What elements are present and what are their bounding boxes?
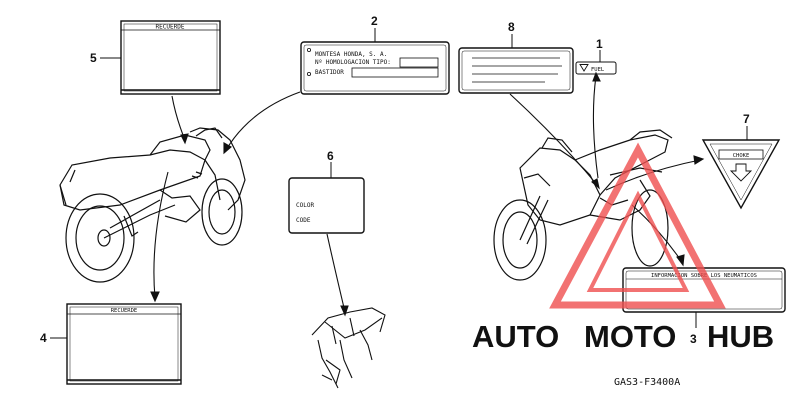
recuerde-top-text: RECUERDE — [156, 24, 185, 31]
label-6-color-code: COLOR CODE — [288, 177, 365, 234]
watermark: AUTO MOTO HUB — [472, 142, 774, 354]
label-2-homologation-plate: MONTESA HONDA, S. A. Nº HOMOLOGACION TIP… — [300, 41, 450, 95]
watermark-auto: AUTO — [472, 319, 559, 354]
label-5-recuerde: RECUERDE — [120, 20, 221, 95]
choke-text: CHOKE — [733, 153, 750, 159]
callout-3: 3 — [690, 332, 697, 346]
watermark-triangle-logo — [549, 142, 726, 309]
label-8-info — [458, 47, 574, 94]
fuel-text: FUEL — [591, 67, 605, 73]
color-text: COLOR — [296, 202, 314, 209]
fuel-arrow-icon — [579, 64, 589, 72]
down-arrow-icon — [729, 163, 753, 182]
part-code: GAS3-F3400A — [614, 377, 680, 388]
callout-5: 5 — [90, 51, 97, 65]
label-7-choke: CHOKE — [701, 139, 781, 210]
callout-4: 4 — [40, 331, 47, 345]
callout-8: 8 — [508, 20, 515, 34]
callout-1: 1 — [596, 37, 603, 51]
watermark-moto: MOTO — [584, 319, 676, 354]
recuerde-bottom-text: RECUERDE — [111, 308, 138, 314]
pointer-lines — [150, 71, 705, 317]
callout-2: 2 — [371, 14, 378, 28]
plate-line-2: Nº HOMOLOGACION TIPO: — [315, 59, 391, 66]
callouts: 5 2 8 1 7 6 4 3 — [40, 14, 750, 346]
plate-line-3: BASTIDOR — [315, 69, 344, 76]
callout-6: 6 — [327, 149, 334, 163]
plate-line-1: MONTESA HONDA, S. A. — [315, 51, 387, 58]
left-motorcycle — [59, 127, 246, 283]
code-text: CODE — [296, 217, 311, 224]
frame-section — [311, 307, 386, 389]
watermark-hub: HUB — [707, 319, 774, 354]
callout-7: 7 — [743, 112, 750, 126]
label-4-recuerde: RECUERDE — [66, 303, 182, 385]
